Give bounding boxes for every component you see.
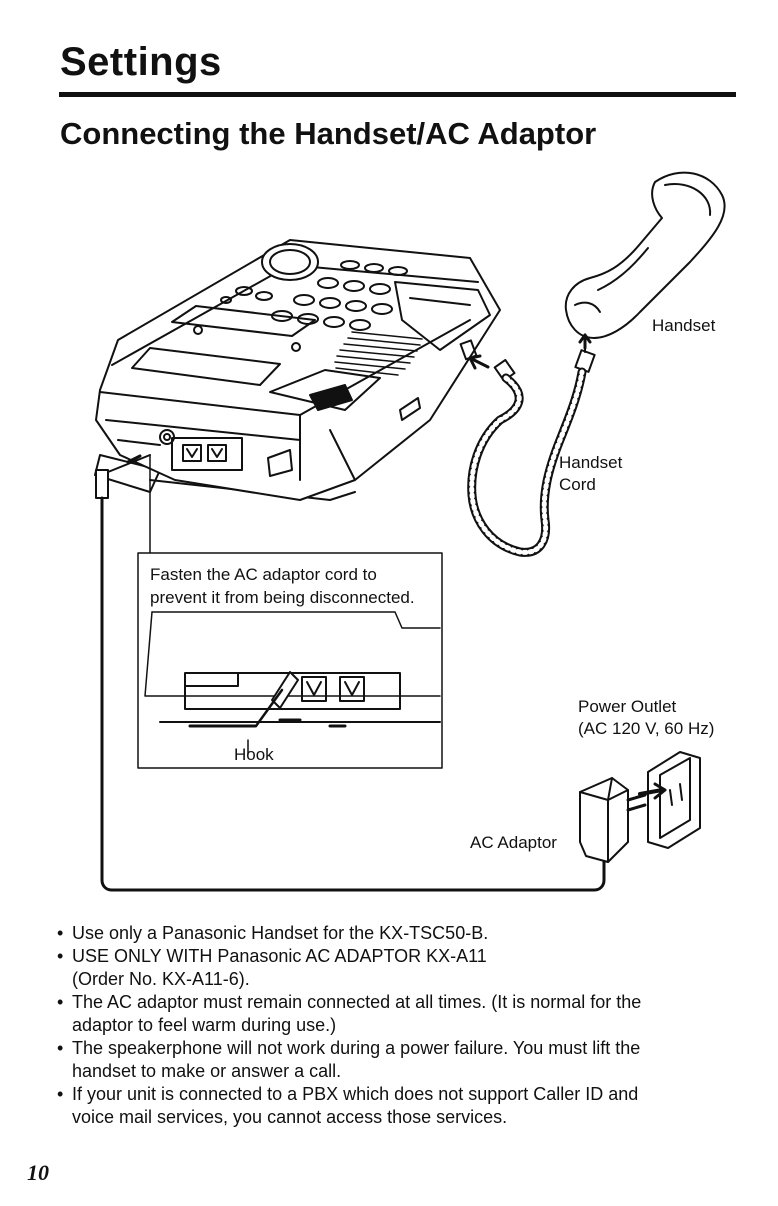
label-ac-adaptor: AC Adaptor: [470, 833, 557, 852]
note-line: If your unit is connected to a PBX which…: [72, 1084, 639, 1104]
section-rule: [59, 92, 736, 97]
note-line: voice mail services, you cannot access t…: [72, 1107, 508, 1127]
subsection-title: Connecting the Handset/AC Adaptor: [60, 116, 597, 151]
note-line: handset to make or answer a call.: [72, 1061, 342, 1081]
note-item: USE ONLY WITH Panasonic AC ADAPTOR KX-A1…: [56, 945, 736, 991]
label-handset-cord-line2: Cord: [559, 475, 596, 494]
note-item: The speakerphone will not work during a …: [56, 1037, 736, 1083]
section-title: Settings: [60, 40, 222, 84]
note-item: The AC adaptor must remain connected at …: [56, 991, 736, 1037]
inset-caption-line1: Fasten the AC adaptor cord to: [150, 565, 377, 584]
label-handset-cord-line1: Handset: [559, 453, 623, 472]
note-line: Use only a Panasonic Handset for the KX-…: [72, 923, 489, 943]
ac-adaptor-illustration: [579, 777, 647, 872]
note-line: The speakerphone will not work during a …: [72, 1038, 641, 1058]
label-handset: Handset: [652, 316, 716, 335]
note-line: The AC adaptor must remain connected at …: [72, 992, 642, 1012]
label-hook: Hook: [234, 745, 274, 764]
handset-cord-illustration: [467, 333, 596, 557]
note-line: (Order No. KX-A11-6).: [72, 969, 250, 989]
handset-illustration: [564, 171, 726, 339]
label-power-outlet-line1: Power Outlet: [578, 697, 677, 716]
inset-detail-box: [137, 552, 443, 769]
note-line: USE ONLY WITH Panasonic AC ADAPTOR KX-A1…: [72, 946, 487, 966]
note-item: Use only a Panasonic Handset for the KX-…: [56, 922, 736, 945]
inset-caption-line2: prevent it from being disconnected.: [150, 588, 415, 607]
label-power-outlet-line2: (AC 120 V, 60 Hz): [578, 719, 714, 738]
connection-diagram: Handset Handset Cord Fasten the AC adapt…: [94, 171, 726, 892]
note-item: If your unit is connected to a PBX which…: [56, 1083, 736, 1129]
notes-list: Use only a Panasonic Handset for the KX-…: [56, 922, 736, 1129]
note-line: adaptor to feel warm during use.): [72, 1015, 337, 1035]
page-number: 10: [27, 1160, 49, 1185]
ac-adaptor-cord-illustration: [95, 454, 606, 892]
power-outlet-illustration: [638, 751, 701, 849]
telephone-base-illustration: [94, 239, 501, 501]
